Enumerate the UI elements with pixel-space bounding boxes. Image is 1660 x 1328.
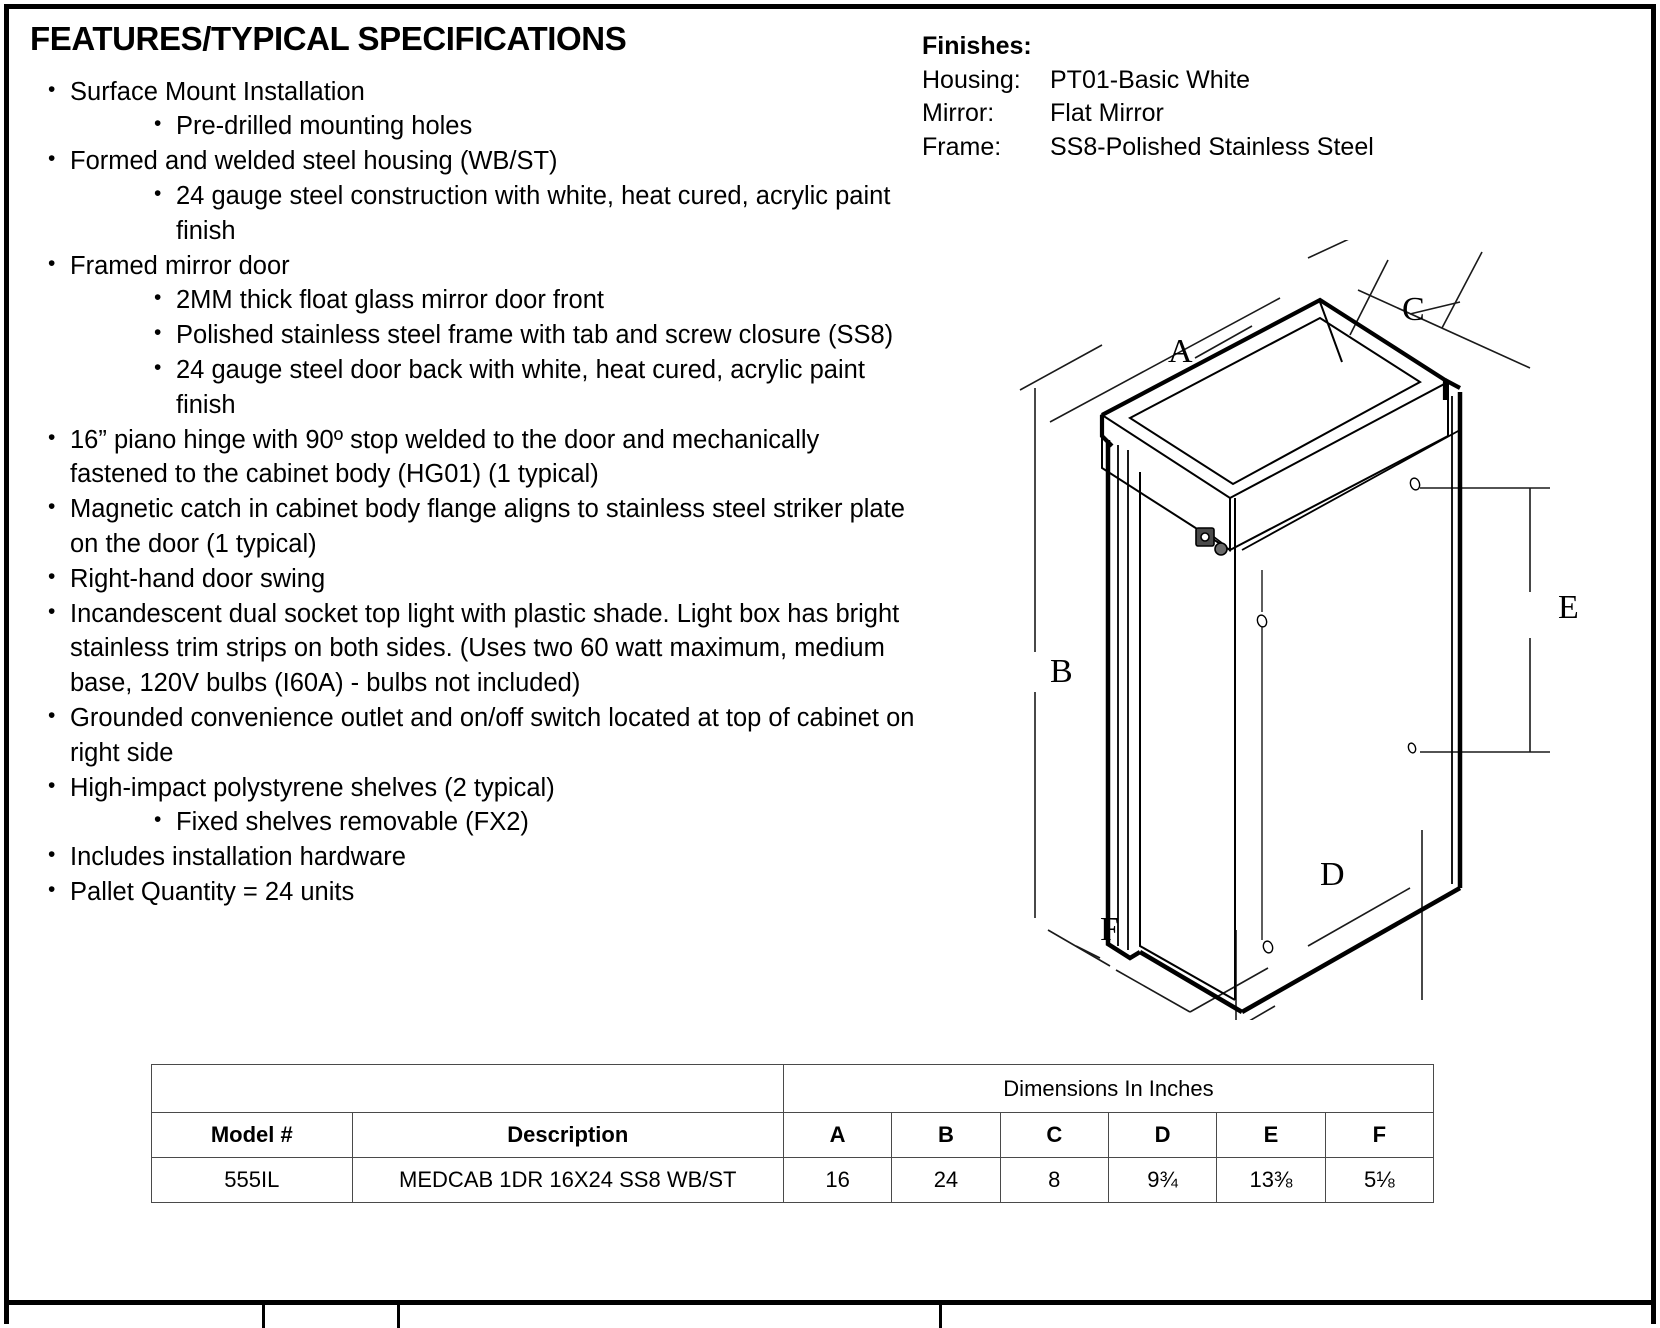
- table-header-row: Model # Description A B C D E F: [151, 1112, 1435, 1158]
- finish-value: PT01-Basic White: [1050, 66, 1251, 94]
- finish-label: Housing:: [922, 66, 1021, 94]
- table-cell-a: 16: [782, 1157, 893, 1203]
- column-header-f: F: [1324, 1112, 1435, 1158]
- page-border: [4, 4, 1656, 1324]
- specification-item: Incandescent dual socket top light with …: [42, 596, 920, 701]
- table-group-header-dimensions: Dimensions In Inches: [782, 1064, 1435, 1113]
- features-specifications-section: FEATURES/TYPICAL SPECIFICATIONS Surface …: [30, 20, 920, 910]
- specification-item: Grounded convenience outlet and on/off s…: [42, 700, 920, 771]
- dimensions-table-wrapper: Dimensions In Inches Model # Description…: [151, 1064, 1435, 1203]
- column-header-b: B: [891, 1112, 1001, 1158]
- specification-item: 24 gauge steel construction with white, …: [148, 178, 920, 249]
- bottom-strip-divider-2: [397, 1305, 400, 1328]
- finishes-title: Finishes:: [922, 32, 1032, 60]
- specification-item: 16” piano hinge with 90º stop welded to …: [42, 422, 920, 493]
- dimension-label-d: D: [1320, 856, 1345, 893]
- specification-item: Pallet Quantity = 24 units: [42, 874, 920, 910]
- dimensions-table: Dimensions In Inches Model # Description…: [151, 1064, 1435, 1203]
- table-cell-d: 9¾: [1107, 1157, 1218, 1203]
- dimension-label-c: C: [1402, 291, 1425, 328]
- column-header-description: Description: [351, 1112, 784, 1158]
- specification-item: 24 gauge steel door back with white, hea…: [148, 352, 920, 423]
- table-cell-c: 8: [999, 1157, 1109, 1203]
- column-header-c: C: [999, 1112, 1109, 1158]
- finish-row: Frame: SS8-Polished Stainless Steel: [922, 131, 1542, 164]
- specification-item: Magnetic catch in cabinet body flange al…: [42, 491, 920, 562]
- dimension-label-a: A: [1168, 333, 1193, 370]
- table-empty-corner: [151, 1064, 784, 1113]
- specification-item: High-impact polystyrene shelves (2 typic…: [42, 770, 920, 806]
- bottom-strip-divider-1: [262, 1305, 265, 1328]
- table-cell-description: MEDCAB 1DR 16X24 SS8 WB/ST: [351, 1157, 784, 1203]
- specification-item: Includes installation hardware: [42, 839, 920, 875]
- table-cell-f: 5⅛: [1324, 1157, 1435, 1203]
- column-header-d: D: [1107, 1112, 1218, 1158]
- finish-row: Housing: PT01-Basic White: [922, 64, 1542, 97]
- finish-row: Mirror: Flat Mirror: [922, 97, 1542, 130]
- specification-item: 2MM thick float glass mirror door front: [148, 282, 920, 318]
- cabinet-isometric-drawing: A B C D E F: [990, 240, 1590, 1020]
- specification-item: Formed and welded steel housing (WB/ST): [42, 143, 920, 179]
- dimension-label-b: B: [1050, 653, 1073, 690]
- specification-item: Right-hand door swing: [42, 561, 920, 597]
- finish-label: Mirror:: [922, 99, 995, 128]
- finish-label: Frame:: [922, 132, 1002, 161]
- table-cell-b: 24: [891, 1157, 1001, 1203]
- column-header-a: A: [782, 1112, 893, 1158]
- page-title: FEATURES/TYPICAL SPECIFICATIONS: [30, 20, 627, 57]
- table-cell-model: 555IL: [151, 1157, 353, 1203]
- table-group-header-row: Dimensions In Inches: [151, 1064, 1435, 1113]
- cabinet-drawing-svg: A B C D E F: [1019, 240, 1579, 1020]
- dimension-label-f: F: [1100, 911, 1119, 948]
- specification-item: Pre-drilled mounting holes: [148, 108, 920, 144]
- specification-item: Surface Mount Installation: [42, 74, 920, 110]
- specification-item: Framed mirror door: [42, 248, 920, 284]
- finish-value: Flat Mirror: [1050, 99, 1164, 128]
- bottom-strip-divider-3: [939, 1305, 942, 1328]
- specification-list: Surface Mount InstallationPre-drilled mo…: [30, 74, 920, 910]
- dimension-label-e: E: [1558, 589, 1579, 626]
- table-cell-e: 13⅜: [1216, 1157, 1326, 1203]
- bottom-table-strip: [9, 1300, 1651, 1328]
- specification-item: Polished stainless steel frame with tab …: [148, 317, 920, 353]
- finish-value: SS8-Polished Stainless Steel: [1050, 132, 1374, 161]
- column-header-model: Model #: [151, 1112, 353, 1158]
- specification-item: Fixed shelves removable (FX2): [148, 804, 920, 840]
- column-header-e: E: [1216, 1112, 1326, 1158]
